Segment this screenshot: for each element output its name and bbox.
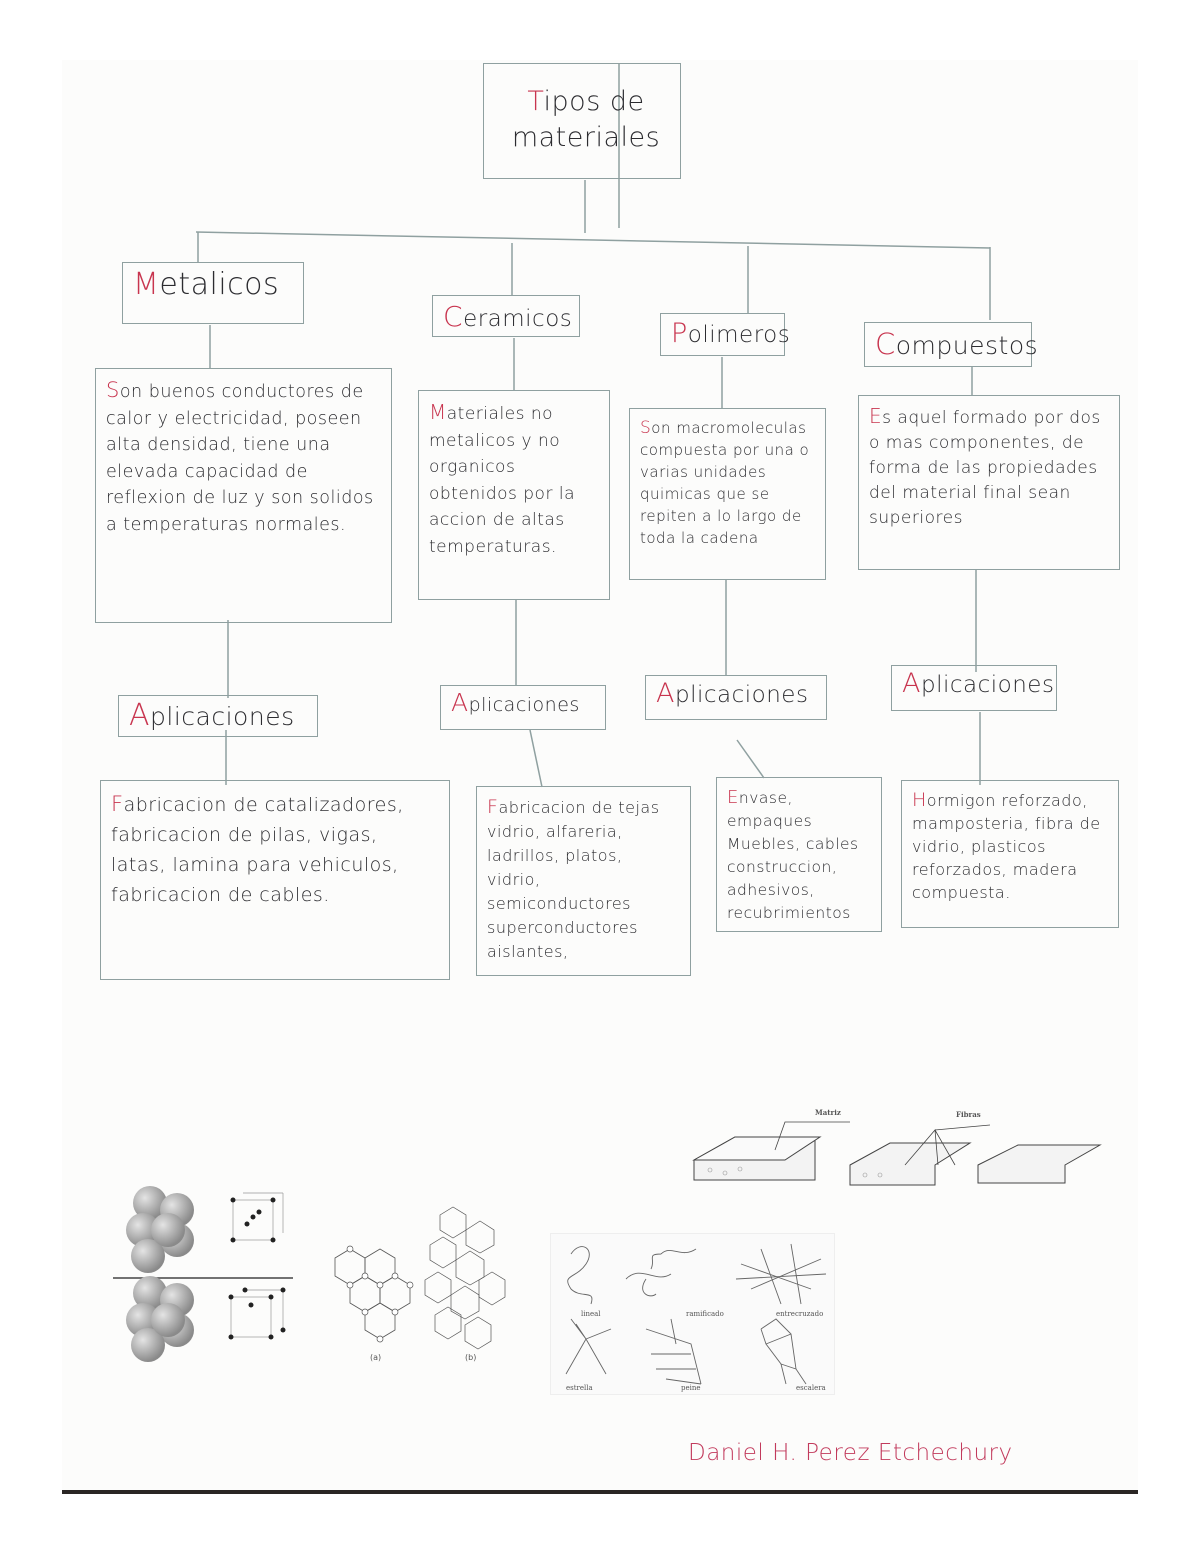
category-label: eramicos xyxy=(463,306,573,332)
unit-cell-fcc xyxy=(230,1289,284,1338)
aplicaciones-initial: A xyxy=(129,698,151,733)
unit-cell-bcc xyxy=(232,1192,284,1241)
description-text: ateriales no metalicos y no organicos ob… xyxy=(429,404,575,557)
description-polimeros: Son macromoleculas compuesta por una o v… xyxy=(629,408,826,580)
composite-materials-figure: Matriz Fibras xyxy=(690,1105,1130,1205)
aplicaciones-label: plicaciones xyxy=(674,682,809,708)
polymer-label-escalera: escalera xyxy=(796,1384,826,1392)
aplicaciones-body-polimeros: Envase, empaques Muebles, cables constru… xyxy=(716,777,882,932)
description-initial: M xyxy=(429,400,447,424)
aplicaciones-body-initial: F xyxy=(111,792,124,816)
aplicaciones-body-text: abricacion de tejas vidrio, alfareria, l… xyxy=(487,798,660,961)
title-first-letter: T xyxy=(527,86,544,117)
category-initial: C xyxy=(443,300,464,333)
polymer-linear xyxy=(567,1246,593,1305)
description-text: on buenos conductores de calor y electri… xyxy=(106,382,374,535)
category-initial: P xyxy=(671,318,688,349)
ceramic-network-figure: (a) (b) xyxy=(334,1206,506,1362)
root-node-tipos-de-materiales: Tipos de materiales xyxy=(483,63,681,179)
polymer-label-estrella: estrella xyxy=(566,1384,593,1392)
title-line1: ipos de xyxy=(543,86,645,117)
description-initial: S xyxy=(640,418,652,438)
description-initial: S xyxy=(106,378,120,402)
polymer-star xyxy=(565,1318,612,1375)
title-line2: materiales xyxy=(511,122,661,153)
polymer-ladder xyxy=(760,1318,807,1385)
polymer-label-entrecruzado: entrecruzado xyxy=(776,1310,824,1318)
description-text: s aquel formado por dos o mas componente… xyxy=(869,408,1101,528)
aplicaciones-label: plicaciones xyxy=(920,672,1055,698)
polymer-label-peine: peine xyxy=(681,1384,701,1392)
category-label: olimeros xyxy=(687,322,791,348)
author-signature: Daniel H. Perez Etchechury xyxy=(688,1440,1013,1466)
category-initial: M xyxy=(133,267,160,302)
aplicaciones-body-compuestos: Hormigon reforzado, mamposteria, fibra d… xyxy=(901,780,1119,928)
category-metalicos: Metalicos xyxy=(122,262,304,324)
polymer-crosslinked xyxy=(735,1243,827,1305)
aplicaciones-label: plicaciones xyxy=(468,694,580,716)
composite-label-matriz: Matriz xyxy=(815,1108,841,1117)
category-label: etalicos xyxy=(159,267,280,302)
sphere-cluster-bottom xyxy=(126,1276,194,1362)
aplicaciones-body-metalicos: Fabricacion de catalizadores, fabricacio… xyxy=(100,780,450,980)
aplicaciones-body-initial: H xyxy=(912,789,927,811)
polymer-label-ramificado: ramificado xyxy=(686,1310,724,1318)
description-initial: E xyxy=(869,404,883,428)
description-metalicos: Son buenos conductores de calor y electr… xyxy=(95,368,392,623)
category-label: ompuestos xyxy=(895,331,1039,360)
aplicaciones-initial: A xyxy=(451,688,469,717)
sphere-cluster-top xyxy=(126,1186,194,1273)
polymer-branched xyxy=(625,1248,697,1297)
aplicaciones-label: plicaciones xyxy=(150,702,295,731)
category-polimeros: Polimeros xyxy=(660,313,790,356)
aplicaciones-header-ceramicos: Aplicaciones xyxy=(440,685,606,730)
aplicaciones-body-text: nvase, empaques Muebles, cables construc… xyxy=(727,789,859,922)
aplicaciones-body-ceramicos: Fabricacion de tejas vidrio, alfareria, … xyxy=(476,786,691,976)
category-compuestos: Compuestos xyxy=(864,322,1038,367)
polymer-label-lineal: lineal xyxy=(581,1310,601,1318)
aplicaciones-initial: A xyxy=(656,678,675,709)
figure-label-b: (b) xyxy=(465,1353,476,1362)
polymer-comb xyxy=(645,1318,702,1385)
category-initial: C xyxy=(875,327,896,361)
category-ceramicos: Ceramicos xyxy=(432,295,580,337)
metal-crystal-structures-figure xyxy=(113,1186,293,1362)
aplicaciones-initial: A xyxy=(902,668,921,699)
aplicaciones-body-initial: F xyxy=(487,796,499,818)
aplicaciones-header-compuestos: Aplicaciones xyxy=(891,665,1057,711)
figure-label-a: (a) xyxy=(370,1353,381,1362)
network-a xyxy=(334,1248,411,1340)
matriz-callout-line xyxy=(774,1121,850,1151)
aplicaciones-body-text: abricacion de catalizadores, fabricacion… xyxy=(111,794,404,906)
aplicaciones-header-polimeros: Aplicaciones xyxy=(645,675,827,720)
aplicaciones-body-initial: E xyxy=(727,787,739,808)
composite-label-fibras: Fibras xyxy=(956,1110,981,1119)
paper-bottom-edge xyxy=(62,1490,1138,1494)
description-text: on macromoleculas compuesta por una o va… xyxy=(640,419,810,547)
polymer-structures-figure: lineal ramificado entrecruzado estrella … xyxy=(550,1233,835,1395)
description-compuestos: Es aquel formado por dos o mas component… xyxy=(858,395,1120,570)
aplicaciones-body-text: ormigon reforzado, mamposteria, fibra de… xyxy=(912,791,1101,902)
network-b xyxy=(424,1206,506,1350)
aplicaciones-header-metalicos: Aplicaciones xyxy=(118,695,318,737)
description-ceramicos: Materiales no metalicos y no organicos o… xyxy=(418,390,610,600)
